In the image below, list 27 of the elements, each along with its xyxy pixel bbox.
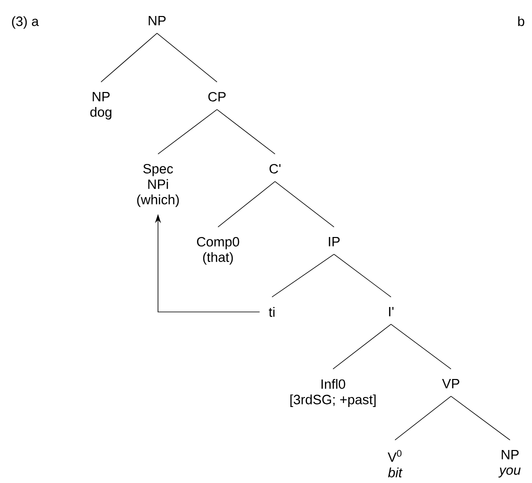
tree-node-label: Infl0 [3rdSG; +past] (290, 379, 376, 407)
tree-node-label: IP (328, 237, 340, 246)
example-label: b (518, 16, 524, 26)
tree-node-label: Spec NPi (which) (137, 164, 179, 208)
tree-node-label: VP (442, 379, 460, 388)
tree-node-label: NP dog (90, 92, 112, 120)
tree-node-label: Comp0 (that) (197, 237, 240, 265)
tree-branch (332, 324, 392, 370)
tree-branch (334, 254, 392, 298)
tree-node-label: C' (270, 164, 280, 174)
tree-branch (272, 254, 334, 298)
example-label: (3) a (12, 16, 39, 29)
tree-node-label: NP (148, 16, 166, 26)
tree-branch (158, 109, 218, 154)
tree-branch (100, 32, 158, 82)
tree-branch (390, 324, 452, 370)
tree-branch (450, 396, 510, 440)
tree-branch (216, 109, 276, 154)
tree-node-label: I' (389, 307, 394, 316)
tree-node-label: NP you (498, 450, 521, 478)
tree-branch (156, 32, 218, 82)
tree-branch (274, 181, 334, 228)
tree-node-label: V$^{0}$ bit (388, 450, 403, 478)
tree-node-label: CP (208, 92, 226, 102)
tree-node-label: ti (268, 307, 274, 317)
tree-branch (394, 396, 452, 440)
tree-branch (218, 181, 276, 228)
